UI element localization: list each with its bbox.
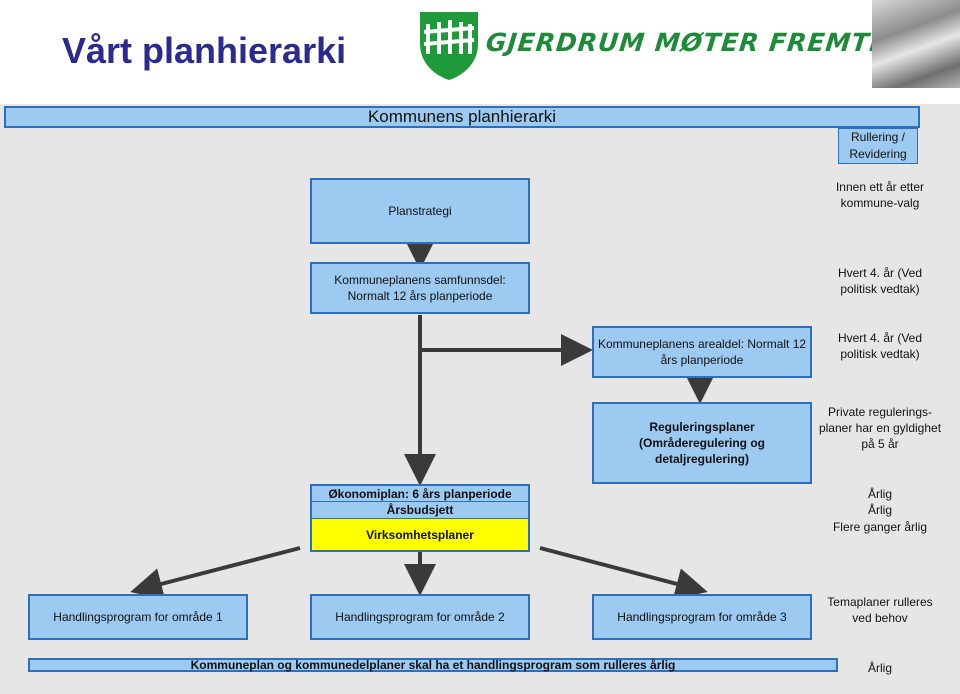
box-planstrategi: Planstrategi bbox=[310, 178, 530, 244]
footer-box: Kommuneplan og kommunedelplaner skal ha … bbox=[28, 658, 838, 672]
box-handling-3: Handlingsprogram for område 3 bbox=[592, 594, 812, 640]
arrow-handling-3 bbox=[539, 546, 708, 600]
corner-photo bbox=[872, 0, 960, 88]
rullering-planstrategi: Innen ett år etter kommune-valg bbox=[835, 180, 925, 210]
rullering-regulering: Private regulerings-planer har en gyldig… bbox=[818, 405, 942, 451]
rullering-footer: Årlig bbox=[867, 661, 892, 675]
box-handling-2: Handlingsprogram for område 2 bbox=[310, 594, 530, 640]
rullering-samfunnsdel: Hvert 4. år (Ved politisk vedtak) bbox=[837, 266, 923, 296]
rullering-okonomiplan: Årlig bbox=[867, 487, 892, 501]
box-okonomiplan: Økonomiplan: 6 års planperiode bbox=[310, 484, 530, 501]
okonomi-stack: Økonomiplan: 6 års planperiode Årsbudsje… bbox=[310, 484, 530, 552]
box-virksomhetsplaner: Virksomhetsplaner bbox=[310, 518, 530, 552]
rullering-header: Rullering / Revidering bbox=[838, 128, 918, 164]
box-arealdel: Kommuneplanens arealdel: Normalt 12 års … bbox=[592, 326, 812, 378]
box-samfunnsdel: Kommuneplanens samfunnsdel: Normalt 12 å… bbox=[310, 262, 530, 314]
slide-title: Vårt planhierarki bbox=[62, 30, 347, 71]
diagram-banner: Kommunens planhierarki bbox=[4, 106, 920, 128]
rullering-virksomhet: Flere ganger årlig bbox=[832, 520, 928, 534]
municipality-shield-logo bbox=[420, 12, 478, 80]
arrow-samfunn-areal bbox=[418, 315, 593, 366]
rullering-arsbudsjett: Årlig bbox=[867, 503, 892, 517]
rullering-temaplaner: Temaplaner rulleres ved behov bbox=[827, 595, 933, 625]
rullering-arealdel: Hvert 4. år (Ved politisk vedtak) bbox=[837, 331, 923, 361]
box-arsbudsjett: Årsbudsjett bbox=[310, 501, 530, 518]
box-reguleringsplaner: Reguleringsplaner (Områderegulering og d… bbox=[592, 402, 812, 484]
arrow-handling-1 bbox=[130, 546, 301, 600]
box-handling-1: Handlingsprogram for område 1 bbox=[28, 594, 248, 640]
